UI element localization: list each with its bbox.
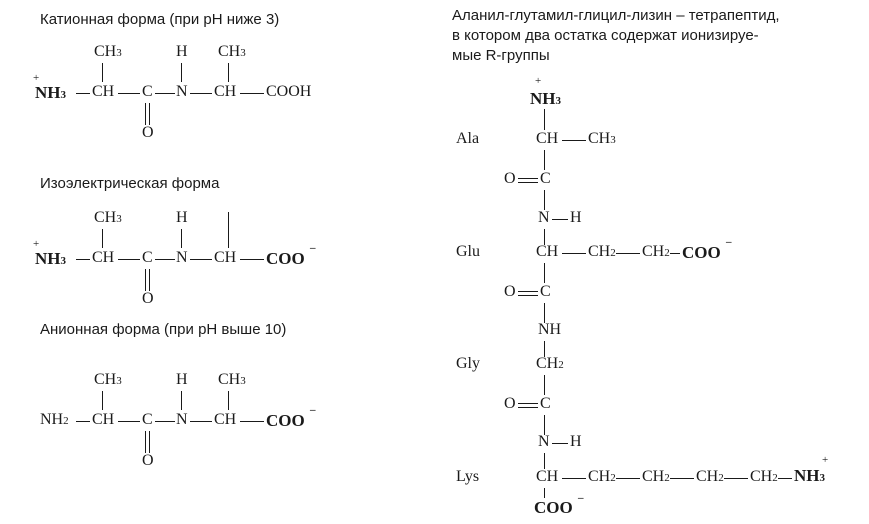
amide-hydrogen: H: [176, 371, 188, 388]
amide-nitrogen: N: [538, 433, 550, 450]
positive-charge: +: [535, 75, 542, 87]
alpha-carbon: CH: [92, 249, 115, 266]
side-chain-carboxylate: COO: [682, 243, 721, 262]
negative-charge: –: [310, 404, 316, 416]
negative-charge: –: [726, 236, 732, 248]
ammonium-group: NH3: [35, 83, 66, 102]
alpha-carbon: CH: [92, 83, 115, 100]
methyl-group: CH3: [94, 371, 122, 388]
amide-hydrogen: H: [176, 209, 188, 226]
methylene-group: CH2: [642, 243, 670, 260]
alpha-carbon: CH: [536, 243, 559, 260]
amide-nitrogen: N: [176, 411, 188, 428]
positive-charge: +: [822, 454, 829, 466]
tetrapeptide-caption-line2: в котором два остатка содержат ионизируе…: [452, 27, 759, 44]
alpha-carbon: CH: [214, 411, 237, 428]
tetrapeptide-caption-line1: Аланил-глутамил-глицил-лизин – тетрапепт…: [452, 7, 780, 24]
alpha-carbon: CH: [214, 83, 237, 100]
side-chain-ammonium: NH3: [794, 466, 825, 485]
negative-charge: –: [310, 242, 316, 254]
amide-nitrogen: N: [176, 83, 188, 100]
carbonyl-carbon: C: [540, 283, 551, 300]
ammonium-group: NH3: [530, 89, 561, 108]
amide-hydrogen: H: [176, 43, 188, 60]
carbonyl-oxygen: O: [142, 124, 154, 141]
amide-nh: NH: [538, 321, 562, 338]
alpha-carbon: CH: [536, 468, 559, 485]
tetrapeptide-caption-line3: мые R-группы: [452, 47, 550, 64]
residue-label-ala: Ala: [456, 130, 480, 147]
residue-label-lys: Lys: [456, 468, 480, 485]
negative-charge: –: [578, 492, 584, 504]
carbonyl-carbon: C: [540, 170, 551, 187]
methylene-group: CH2: [588, 468, 616, 485]
cationic-form-caption: Катионная форма (при pH ниже 3): [40, 11, 280, 28]
carboxylate-group: COO: [266, 411, 305, 430]
methylene-group: CH2: [536, 355, 564, 372]
methyl-group: CH3: [94, 209, 122, 226]
methyl-group: CH3: [588, 130, 616, 147]
positive-charge: +: [33, 238, 40, 250]
alpha-carbon: CH: [214, 249, 237, 266]
residue-label-gly: Gly: [456, 355, 480, 372]
carbonyl-carbon: C: [142, 249, 153, 266]
amide-hydrogen: H: [570, 433, 582, 450]
positive-charge: +: [33, 72, 40, 84]
residue-label-glu: Glu: [456, 243, 480, 260]
methylene-group: CH2: [750, 468, 778, 485]
carbonyl-oxygen: O: [504, 395, 516, 412]
methyl-group: CH3: [218, 43, 246, 60]
amide-hydrogen: H: [570, 209, 582, 226]
carbonyl-oxygen: O: [142, 290, 154, 307]
isoelectric-form-caption: Изоэлектрическая форма: [40, 175, 220, 192]
alpha-carbon: CH: [92, 411, 115, 428]
amino-group: NH2: [40, 411, 69, 428]
methyl-group: CH3: [218, 371, 246, 388]
carbonyl-oxygen: O: [504, 170, 516, 187]
carbonyl-oxygen: O: [504, 283, 516, 300]
carbonyl-oxygen: O: [142, 452, 154, 469]
c-terminal-carboxylate: COO: [534, 498, 573, 517]
ammonium-group: NH3: [35, 249, 66, 268]
amide-nitrogen: N: [538, 209, 550, 226]
methyl-group: CH3: [94, 43, 122, 60]
carboxyl-group: COOH: [266, 83, 312, 100]
anionic-form-caption: Анионная форма (при pH выше 10): [40, 321, 287, 338]
alpha-carbon: CH: [536, 130, 559, 147]
methylene-group: CH2: [696, 468, 724, 485]
amide-nitrogen: N: [176, 249, 188, 266]
methylene-group: CH2: [588, 243, 616, 260]
carbonyl-carbon: C: [142, 411, 153, 428]
carboxylate-group: COO: [266, 249, 305, 268]
carbonyl-carbon: C: [142, 83, 153, 100]
carbonyl-carbon: C: [540, 395, 551, 412]
methylene-group: CH2: [642, 468, 670, 485]
